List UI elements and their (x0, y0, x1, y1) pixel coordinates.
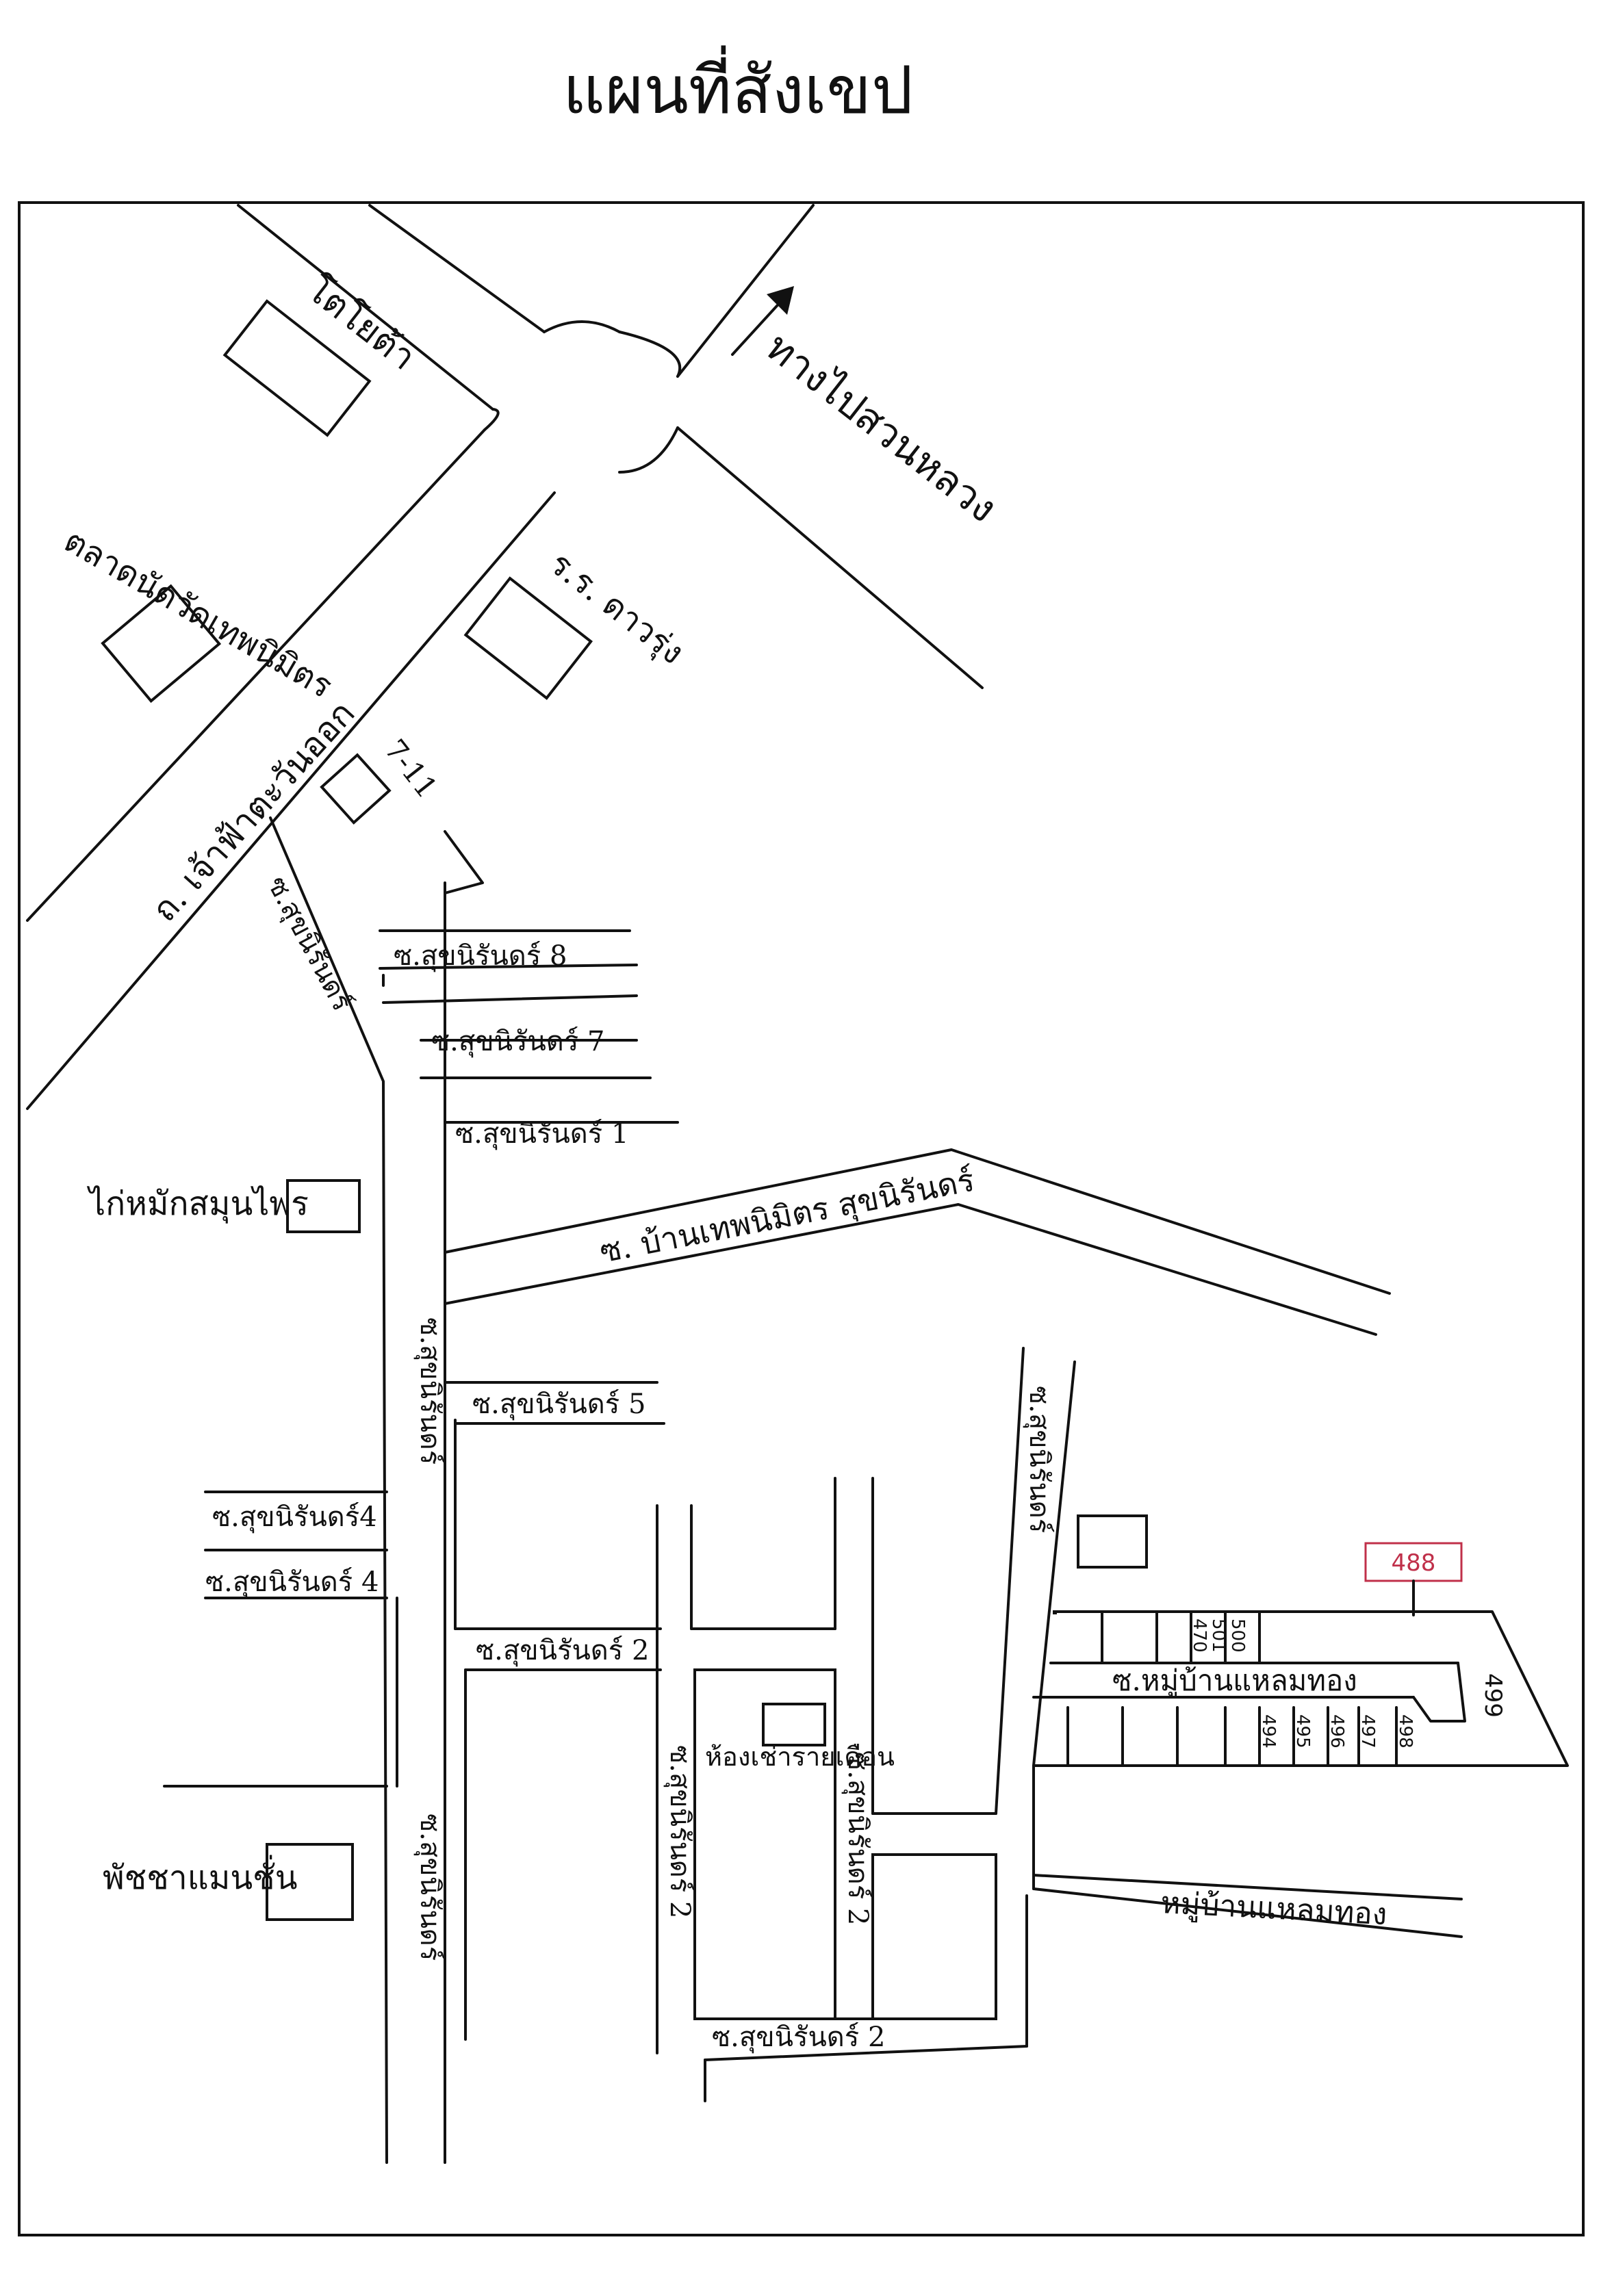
label-soi-8: ซ.สุขนิรันดร์ 8 (394, 940, 567, 972)
house-number: 501 (1208, 1618, 1229, 1653)
house-numbers-top: 500 501 470 (1189, 1618, 1248, 1653)
building-phatcha-mansion (266, 1843, 354, 1921)
soi-sukhonthin-2-bottom (693, 1894, 1028, 2102)
label-soi-2-bottom: ซ.สุขนิรันดร์ 2 (712, 2022, 885, 2054)
building-chicken-herb (286, 1179, 361, 1233)
roundabout (483, 320, 682, 474)
building-near-right-soi (1077, 1514, 1148, 1569)
map-title: แผนที่สังเขป (563, 45, 913, 129)
label-direction-suan-luang: ทางไปสวนหลวง (757, 323, 1006, 531)
label-market: ตลาดนัดวัดเทพนิมิตร (57, 521, 339, 706)
house-number: 498 (1395, 1714, 1416, 1749)
soi-sukhonthin-main (269, 816, 484, 2164)
building-market (101, 584, 222, 704)
map-border (18, 201, 1585, 2236)
label-soi-2a: ซ.สุขนิรันดร์ 2 (476, 1635, 649, 1667)
block-east (871, 1853, 997, 2020)
label-soi-4a: ซ.สุขนิรันดร์4 (212, 1501, 377, 1534)
block-rental-room (693, 1668, 836, 2020)
label-rental-room: ห้องเช่ารายเดือน (705, 1742, 895, 1772)
label-soi-sukhonthin-right: ซ.สุขนิรันดร์ (1023, 1386, 1055, 1533)
building-seven-eleven (320, 753, 392, 825)
target-house-marker: 488 (1364, 1542, 1463, 1616)
label-soi-1: ซ.สุขนิรันดร์ 1 (455, 1118, 628, 1150)
house-number: 470 (1189, 1618, 1210, 1653)
label-soi-4b: ซ.สุขนิรันดร์ 4 (205, 1566, 379, 1599)
building-school (463, 576, 593, 700)
direction-arrow-icon (731, 286, 794, 356)
soi-branches-upper (379, 929, 679, 1254)
label-main-road: ถ. เจ้าฟ้าตะวันออก (144, 693, 363, 929)
building-toyota (222, 299, 372, 437)
house-number: 494 (1258, 1714, 1279, 1749)
soi-ban-thepnimit (444, 1148, 1391, 1336)
label-chicken-herb: ไก่หมักสมุนไพร (86, 1185, 309, 1224)
road-upper-left (237, 204, 546, 411)
house-number: 497 (1357, 1714, 1378, 1749)
label-soi-2-vert-b: ซ.สุขนิรันดร์ 2 (841, 1752, 873, 1925)
label-soi-ban-thepnimit: ซ. บ้านเทพนิมิตร สุขนิรันดร์ (597, 1161, 977, 1272)
road-to-suan-luang (676, 204, 984, 689)
laemthong-block (1032, 1610, 1569, 1767)
label-soi-sukhonthin-left-lower: ซ.สุขนิรันดร์ (413, 1814, 446, 1961)
building-rental-room (762, 1703, 826, 1746)
label-soi-sukhonthin-top: ซ.สุขนิรันดร์ (260, 871, 358, 1016)
house-number: 496 (1327, 1714, 1347, 1749)
house-number: 500 (1227, 1618, 1248, 1653)
label-soi-5: ซ.สุขนิรันดร์ 5 (472, 1389, 645, 1421)
house-number: 499 (1479, 1673, 1507, 1718)
main-road-chao-fa (26, 428, 556, 1110)
target-house-number: 488 (1392, 1549, 1436, 1577)
label-soi-sukhonthin-mid: ซ.สุขนิรันดร์ (413, 1317, 446, 1465)
house-numbers-bottom: 494 495 496 497 498 499 (1258, 1673, 1507, 1749)
label-soi-village-laemthong: ซ.หมู่บ้านแหลมทอง (1112, 1664, 1357, 1698)
label-phatcha-mansion: พัชชาแมนชั่น (103, 1855, 298, 1897)
soi-grid-central (163, 1381, 874, 2054)
label-soi-7: ซ.สุขนิรันดร์ 7 (431, 1026, 604, 1058)
village-road (1032, 1874, 1463, 1938)
label-soi-2-vert-a: ซ.สุขนิรันดร์ 2 (663, 1745, 695, 1918)
label-toyota: โตโยต้า (299, 269, 423, 378)
house-number: 495 (1292, 1714, 1313, 1749)
label-school: ร.ร. ดาวรุ่ง (542, 544, 691, 673)
